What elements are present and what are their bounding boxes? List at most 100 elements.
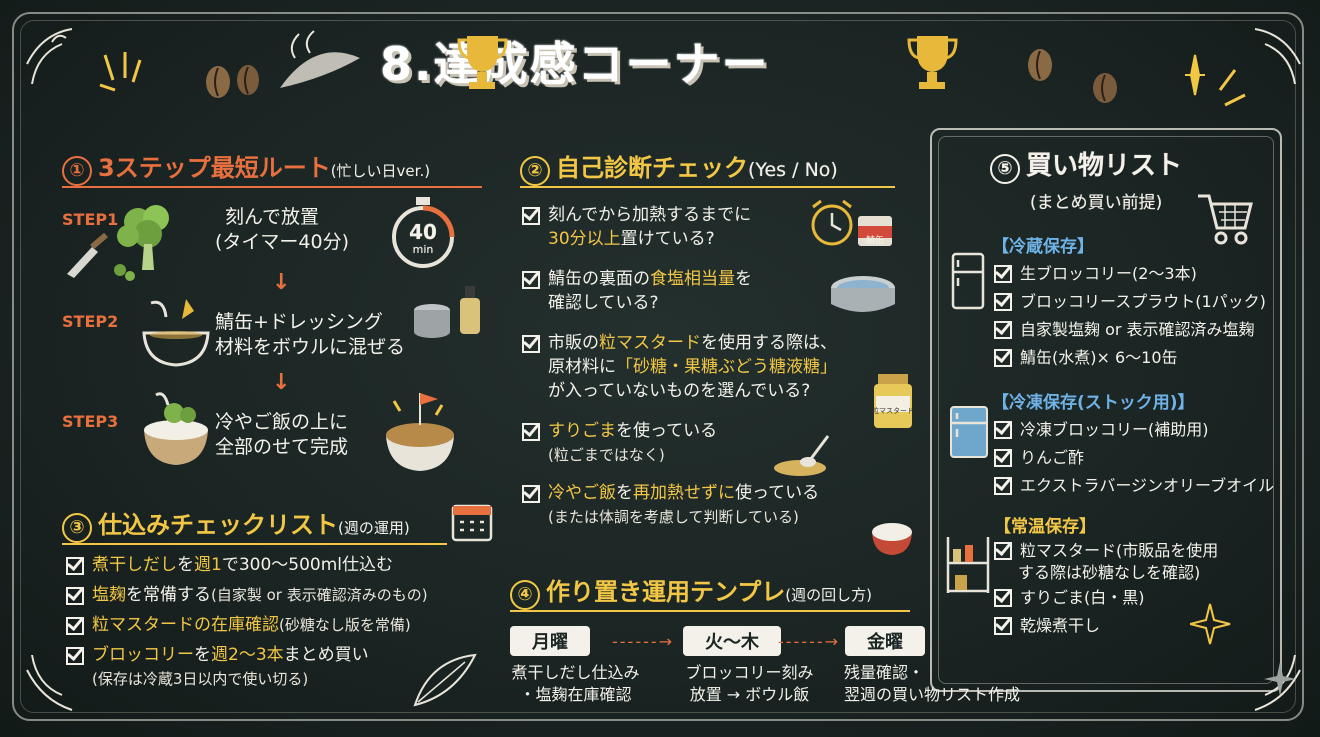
- board-frame: [12, 12, 1304, 721]
- step-arrow: ↓: [272, 270, 291, 295]
- step1-label: STEP1: [62, 210, 119, 229]
- shopping-item: 粒マスタード(市販品を使用: [994, 540, 1218, 562]
- shopping-item: 生ブロッコリー(2〜3本): [994, 260, 1266, 288]
- checkbox-icon: [66, 647, 84, 665]
- group-frozen: 【冷凍保存(ストック用)】: [992, 393, 1195, 413]
- step2-label: STEP2: [62, 312, 119, 331]
- mixing-bowl-icon: [142, 299, 210, 367]
- step1-line2: (タイマー40分): [215, 231, 350, 253]
- canned-fish-icon: [858, 216, 892, 246]
- timer-value: 40: [409, 220, 437, 244]
- checkbox-icon: [522, 423, 540, 441]
- step3-label: STEP3: [62, 412, 119, 431]
- section3-item: 粒マスタードの在庫確認(砂糖なし版を常備): [66, 613, 506, 637]
- section5-title: 買い物リスト: [1026, 151, 1183, 181]
- checkbox-icon: [994, 293, 1012, 311]
- section4-number: ④: [510, 580, 540, 610]
- template-mon-text: 煮干しだし仕込み ・塩麹在庫確認: [511, 663, 640, 704]
- template-tue-thu-text: ブロッコリー刻み 放置 → ボウル飯: [685, 663, 814, 704]
- group-room-temp-list: 粒マスタード(市販品を使用 する際は砂糖なしを確認) すりごま(白・黒) 乾燥煮…: [994, 540, 1218, 640]
- trophy-icon: [907, 36, 958, 89]
- shopping-item-continued: する際は砂糖なしを確認): [1018, 563, 1201, 582]
- section3-item: 煮干しだしを週1で300〜500ml仕込む: [66, 553, 506, 577]
- page-title: 8.達成感コーナー: [380, 37, 770, 91]
- trophy-icon: [457, 36, 508, 89]
- sparkle-icon: [1264, 662, 1296, 696]
- checkbox-icon: [66, 587, 84, 605]
- template-fri-text: 残量確認・ 翌週の買い物リスト作成: [844, 663, 1021, 704]
- corner-flourish-icon: [26, 654, 73, 711]
- corner-flourish-icon: [26, 28, 73, 85]
- shopping-item: 自家製塩麹 or 表示確認済み塩麹: [994, 316, 1266, 344]
- sparkle-icon: [1190, 603, 1231, 645]
- section3-list: 煮干しだしを週1で300〜500ml仕込む 塩麹を常備する(自家製 or 表示確…: [66, 553, 506, 691]
- section3-subtitle: (週の運用): [338, 519, 410, 537]
- day-pill: 火〜木: [683, 626, 781, 656]
- section1-number: ①: [62, 156, 92, 186]
- checkbox-icon: [66, 617, 84, 635]
- checkbox-icon: [522, 485, 540, 503]
- leaf-icon: [413, 653, 477, 707]
- template-mon: 月曜: [510, 626, 590, 656]
- sesame-spoon-icon: [774, 435, 830, 476]
- open-can-icon: [831, 276, 895, 312]
- section3-title: 仕込みチェックリスト: [98, 511, 338, 539]
- refrigerator-icon: [951, 252, 985, 310]
- step1-line1: 刻んで放置: [225, 206, 320, 228]
- checkbox-icon: [994, 477, 1012, 495]
- freezer-icon: [950, 406, 988, 458]
- step3-line2: 全部のせて完成: [215, 436, 349, 458]
- mustard-jar-icon: [874, 374, 912, 428]
- checkbox-icon: [522, 335, 540, 353]
- alarm-clock-icon: [811, 199, 853, 246]
- checkbox-icon: [994, 265, 1012, 283]
- section3-number: ③: [62, 513, 92, 543]
- template-tue-thu: 火〜木: [683, 626, 781, 656]
- step3-line1: 冷やご飯の上に: [215, 411, 349, 433]
- coffee-beans-icon: [206, 65, 259, 98]
- section2-number: ②: [520, 156, 550, 186]
- section5-number: ⑤: [990, 154, 1020, 184]
- group-frozen-list: 冷凍ブロッコリー(補助用) りんご酢 エクストラバージンオリーブオイル: [994, 416, 1274, 500]
- section2-item: すりごまを使っている(粒ごまではなく): [522, 419, 852, 467]
- section1-subtitle: (忙しい日ver.): [330, 162, 431, 180]
- checkbox-icon: [994, 617, 1012, 635]
- section4-subtitle: (週の回し方): [785, 586, 872, 604]
- finished-bowl-icon: [386, 393, 454, 471]
- checkbox-icon: [66, 557, 84, 575]
- section5-subtitle: (まとめ買い前提): [1030, 193, 1163, 213]
- section2-item: 鯖缶の裏面の食塩相当量を確認している?: [522, 267, 852, 315]
- flow-arrow: ------→: [778, 632, 841, 651]
- checkbox-icon: [994, 542, 1012, 560]
- pantry-shelf-icon: [946, 537, 990, 593]
- day-pill: 月曜: [510, 626, 590, 656]
- section2-title: 自己診断チェック: [556, 154, 748, 182]
- timer-icon: [392, 197, 455, 268]
- board-inner-frame: [20, 20, 1296, 713]
- day-pill: 金曜: [845, 626, 925, 656]
- coffee-beans-icon: [1028, 49, 1117, 103]
- checkbox-icon: [994, 421, 1012, 439]
- group-room-temp: 【常温保存】: [994, 517, 1096, 537]
- section3-underline: [62, 543, 447, 545]
- checkbox-icon: [522, 207, 540, 225]
- shopping-item: ブロッコリースプラウト(1パック): [994, 288, 1266, 316]
- section1-underline: [62, 186, 482, 188]
- step2-line2: 材料をボウルに混ぜる: [215, 336, 406, 358]
- timer-unit: min: [412, 243, 434, 256]
- sparkle-lines-icon: [99, 52, 142, 92]
- checkbox-icon: [522, 271, 540, 289]
- section3-item: 塩麹を常備する(自家製 or 表示確認済みのもの): [66, 583, 506, 607]
- shopping-item: 鯖缶(水煮)× 6〜10缶: [994, 344, 1266, 372]
- section4-title: 作り置き運用テンプレ: [546, 578, 786, 606]
- shopping-item: 乾燥煮干し: [994, 612, 1218, 640]
- shopping-item: すりごま(白・黒): [994, 584, 1218, 612]
- section1-title: 3ステップ最短ルート: [98, 154, 331, 182]
